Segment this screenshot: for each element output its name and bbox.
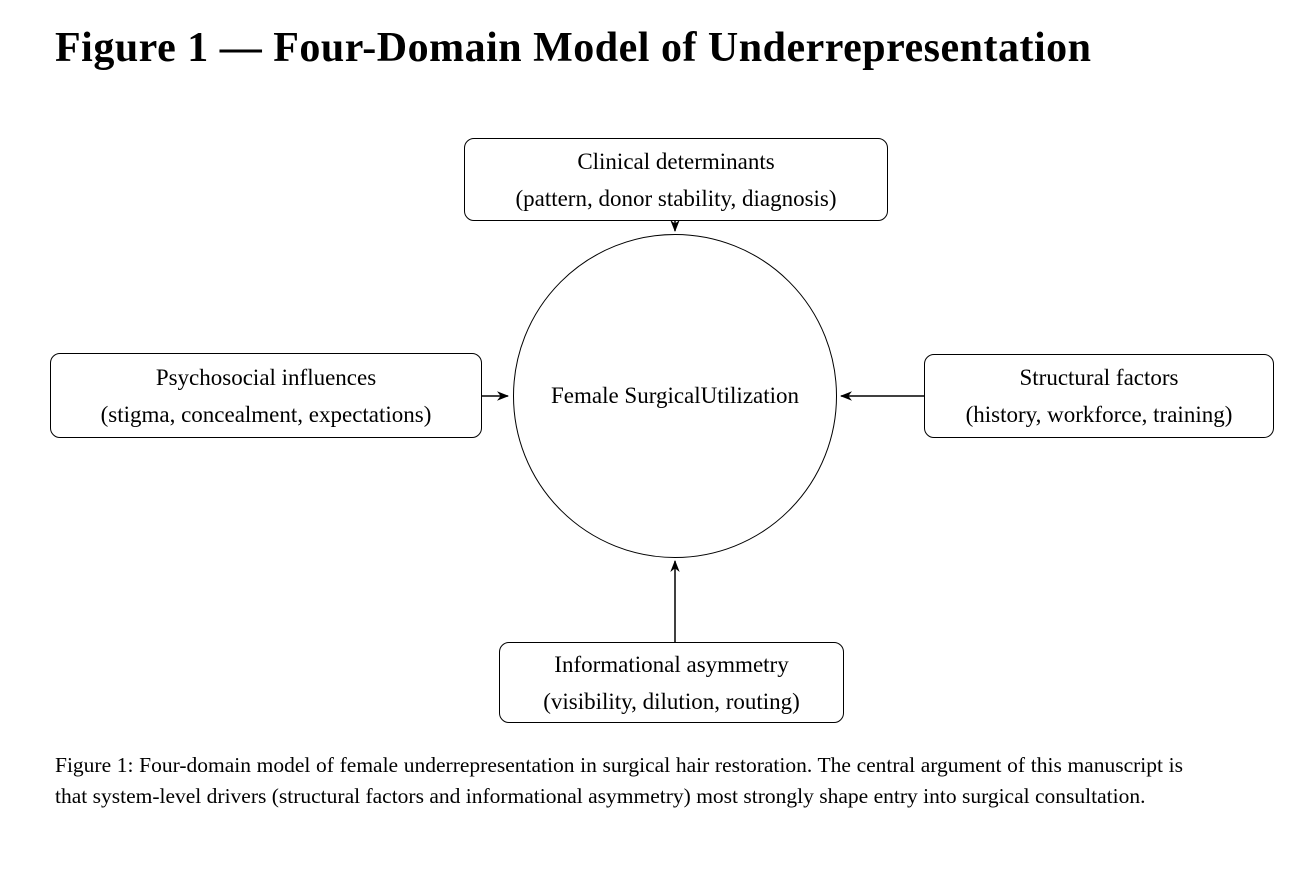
node-title: Psychosocial influences: [155, 364, 377, 390]
node-subtitle: (pattern, donor stability, diagnosis): [515, 185, 837, 211]
center-node-circle: Female SurgicalUtilization: [513, 234, 837, 558]
center-node-label: Female SurgicalUtilization: [550, 383, 800, 408]
node-informational-asymmetry: Informational asymmetry (visibility, dil…: [499, 642, 844, 723]
node-subtitle: (visibility, dilution, routing): [543, 688, 800, 714]
node-title: Clinical determinants: [577, 148, 775, 174]
node-title: Structural factors: [1019, 365, 1179, 390]
node-structural-factors: Structural factors (history, workforce, …: [924, 354, 1274, 438]
node-title: Informational asymmetry: [554, 651, 789, 677]
node-subtitle: (history, workforce, training): [965, 402, 1233, 427]
figure-title: Figure 1 — Four-Domain Model of Underrep…: [55, 25, 1092, 71]
node-subtitle: (stigma, concealment, expectations): [100, 401, 432, 427]
figure-caption: Figure 1: Four-domain model of female un…: [55, 753, 1183, 808]
node-psychosocial-influences: Psychosocial influences (stigma, conceal…: [50, 353, 482, 438]
node-clinical-determinants: Clinical determinants (pattern, donor st…: [464, 138, 888, 221]
